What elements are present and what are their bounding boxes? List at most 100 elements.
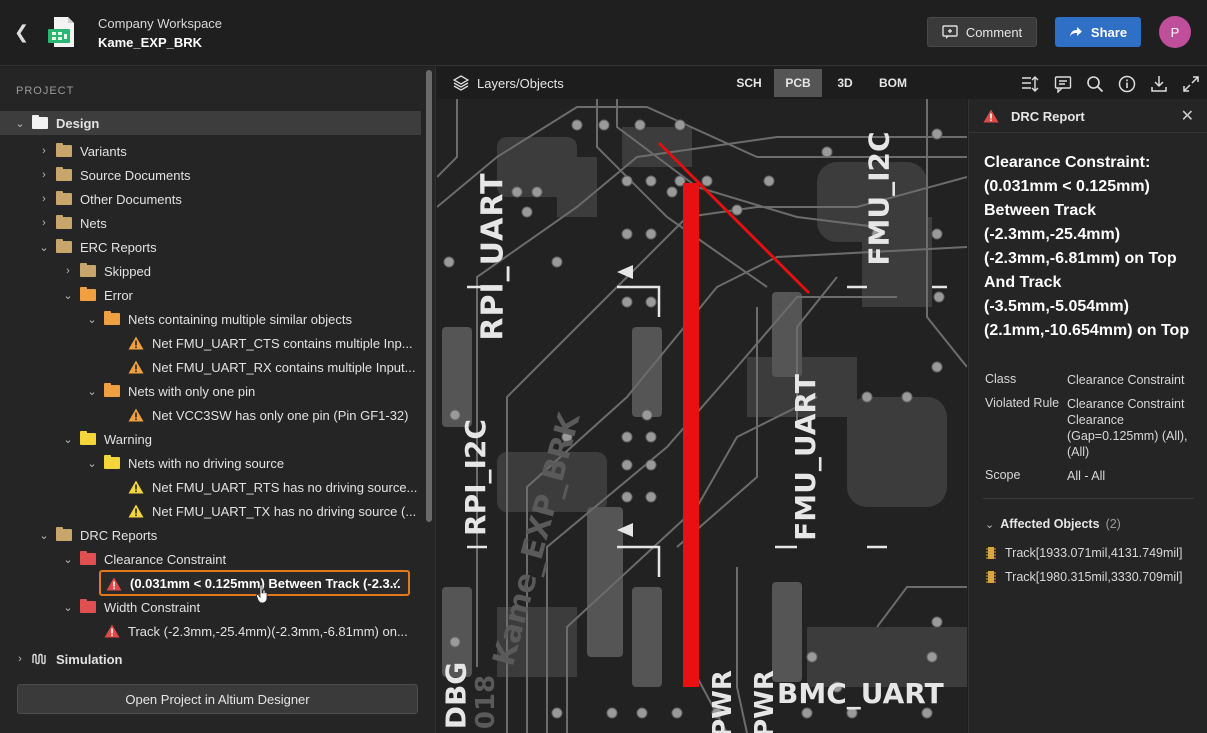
fullscreen-expand-icon[interactable] — [1182, 75, 1200, 93]
tree-item-other-documents[interactable]: › Other Documents — [0, 187, 421, 211]
chevron-down-icon: ⌄ — [63, 289, 73, 302]
warning-triangle-icon — [128, 336, 144, 350]
silk-label-board-rev: 018 — [471, 674, 502, 730]
info-icon[interactable] — [1118, 75, 1136, 93]
tree-item-variants[interactable]: › Variants — [0, 139, 421, 163]
chevron-down-icon: ⌄ — [63, 601, 73, 614]
tree-item-nets-one-pin[interactable]: ⌄ Nets with only one pin — [0, 379, 421, 403]
tree-label: Variants — [80, 143, 127, 159]
error-triangle-icon — [983, 109, 999, 123]
warning-triangle-icon — [128, 360, 144, 374]
folder-icon — [104, 383, 120, 397]
violated-rule-value[interactable]: Clearance Constraint Clearance (Gap=0.12… — [1067, 397, 1188, 459]
tree-item-skipped[interactable]: › Skipped — [0, 259, 421, 283]
affected-objects-label: Affected Objects — [1000, 517, 1100, 531]
scope-key: Scope — [985, 468, 1021, 482]
tree-item-warning[interactable]: ⌄ Warning — [0, 427, 421, 451]
tab-bom[interactable]: BOM — [879, 76, 907, 90]
silk-label-pwr-1: PWR — [707, 670, 738, 733]
tree-label: Source Documents — [80, 167, 191, 183]
violating-track-diagonal[interactable] — [657, 141, 811, 295]
affected-object-item[interactable]: Track[1980.315mil,3330.709mil] — [985, 570, 1182, 584]
tree-label: Simulation — [56, 651, 123, 667]
workspace-name: Company Workspace — [98, 16, 223, 31]
waveform-icon — [32, 653, 46, 665]
tree-item-drc-reports[interactable]: ⌄ DRC Reports — [0, 523, 421, 547]
chevron-down-icon: ⌄ — [39, 241, 49, 254]
pcb-canvas[interactable]: RPI_UART FMU_I2C FMU_UART RPI_I2C BMC_UA… — [437, 67, 967, 733]
layers-objects-button[interactable]: Layers/Objects — [453, 75, 564, 91]
user-avatar[interactable]: P — [1159, 16, 1191, 48]
properties-panel-icon[interactable] — [1021, 75, 1039, 93]
share-button[interactable]: Share — [1055, 17, 1141, 47]
drc-report-panel: DRC Report ✕ Clearance Constraint: (0.03… — [968, 99, 1207, 733]
close-icon[interactable]: ✕ — [1180, 108, 1194, 125]
view-toolbar: Layers/Objects SCH PCB 3D BOM — [437, 67, 1207, 99]
tree-item-error[interactable]: ⌄ Error — [0, 283, 421, 307]
tab-sch[interactable]: SCH — [736, 76, 762, 90]
tab-3d[interactable]: 3D — [837, 76, 853, 90]
affected-object-item[interactable]: Track[1933.071mil,4131.749mil] — [985, 546, 1182, 560]
comments-icon[interactable] — [1054, 75, 1072, 93]
app-header: ❮ Company Workspace Kame_EXP_BRK Comment… — [0, 0, 1207, 66]
class-value: Clearance Constraint — [1067, 373, 1185, 387]
tree-label: Net VCC3SW has only one pin (Pin GF1-32) — [152, 407, 409, 423]
tree-item-error-3[interactable]: Net VCC3SW has only one pin (Pin GF1-32) — [0, 403, 421, 427]
chevron-down-icon: ⌄ — [15, 117, 25, 130]
tree-label: Track (-2.3mm,-25.4mm)(-2.3mm,-6.81mm) o… — [128, 623, 408, 639]
tree-item-nets[interactable]: › Nets — [0, 211, 421, 235]
search-icon[interactable] — [1086, 75, 1104, 93]
layers-icon — [453, 75, 469, 91]
affected-object-label: Track[1980.315mil,3330.709mil] — [1005, 570, 1183, 584]
tree-item-source-documents[interactable]: › Source Documents — [0, 163, 421, 187]
silk-label-dbg: DBG — [439, 661, 473, 730]
folder-icon — [56, 239, 72, 253]
tree-item-nets-multiple[interactable]: ⌄ Nets containing multiple similar objec… — [0, 307, 421, 331]
chevron-down-icon: ⌄ — [985, 518, 995, 531]
chevron-down-icon: ⌄ — [87, 385, 97, 398]
tab-pcb[interactable]: PCB — [774, 69, 822, 97]
chevron-right-icon: › — [18, 653, 22, 665]
chevron-down-icon: ⌄ — [39, 529, 49, 542]
tree-item-error-1[interactable]: Net FMU_UART_CTS contains multiple Inp..… — [0, 331, 421, 355]
tree-label: Net FMU_UART_CTS contains multiple Inp..… — [152, 335, 413, 351]
tree-item-erc-reports[interactable]: ⌄ ERC Reports — [0, 235, 421, 259]
download-icon[interactable] — [1150, 75, 1168, 93]
chevron-right-icon: › — [42, 169, 46, 181]
tree-item-clearance-constraint[interactable]: ⌄ Clearance Constraint — [0, 547, 421, 571]
scope-value: All - All — [1067, 469, 1106, 483]
class-key: Class — [985, 372, 1017, 386]
tree-item-nets-no-driving[interactable]: ⌄ Nets with no driving source — [0, 451, 421, 475]
chevron-down-icon: ⌄ — [63, 433, 73, 446]
violating-track-vertical[interactable] — [683, 183, 699, 687]
open-in-altium-button[interactable]: Open Project in Altium Designer — [17, 684, 418, 714]
comment-label: Comment — [965, 24, 1023, 40]
project-name: Kame_EXP_BRK — [98, 35, 203, 50]
folder-icon — [104, 455, 120, 469]
tree-item-simulation[interactable]: › Simulation — [0, 647, 421, 671]
folder-icon — [56, 143, 72, 157]
tree-label: Net FMU_UART_TX has no driving source (.… — [152, 503, 417, 519]
back-arrow-icon[interactable]: ❮ — [14, 22, 30, 42]
tree-item-design[interactable]: ⌄ Design — [0, 111, 421, 135]
comment-button[interactable]: Comment — [927, 17, 1037, 47]
tree-item-width-constraint[interactable]: ⌄ Width Constraint — [0, 595, 421, 619]
chevron-right-icon: › — [42, 193, 46, 205]
selected-drc-item[interactable]: (0.031mm < 0.125mm) Between Track (-2.3.… — [99, 570, 410, 604]
tree-item-warning-1[interactable]: Net FMU_UART_RTS has no driving source..… — [0, 475, 421, 499]
tree-item-warning-2[interactable]: Net FMU_UART_TX has no driving source (.… — [0, 499, 421, 523]
chevron-right-icon: › — [42, 145, 46, 157]
share-arrow-icon — [1069, 27, 1082, 37]
tree-label: Warning — [104, 431, 152, 447]
tree-label: Net FMU_UART_RTS has no driving source..… — [152, 479, 418, 495]
tree-item-error-2[interactable]: Net FMU_UART_RX contains multiple Input.… — [0, 355, 421, 379]
tree-label: Other Documents — [80, 191, 182, 207]
folder-icon — [80, 263, 96, 277]
affected-objects-header[interactable]: ⌄ Affected Objects (2) — [985, 517, 1121, 531]
hand-cursor-icon — [256, 584, 268, 604]
comment-icon — [942, 25, 958, 39]
tree-item-width-1[interactable]: Track (-2.3mm,-25.4mm)(-2.3mm,-6.81mm) o… — [0, 619, 421, 643]
sidebar-scrollbar[interactable] — [426, 70, 432, 522]
share-label: Share — [1090, 24, 1128, 40]
silkscreen-outlines — [467, 285, 947, 577]
